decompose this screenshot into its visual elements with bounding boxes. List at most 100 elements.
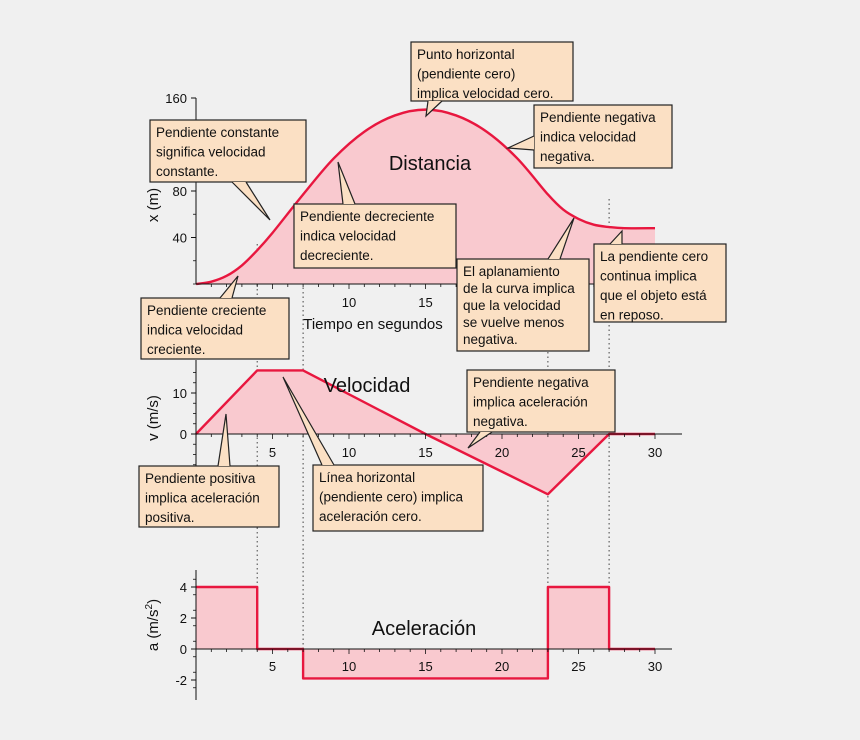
- callout-pend-negativa-vel: Pendiente negativa indica velocidad negati…: [505, 104, 673, 169]
- callout-tail: [337, 161, 356, 205]
- callout-line: Punto horizontal: [417, 47, 515, 62]
- callout-pend-decreciente: Pendiente decreciente indica velocidad dec…: [293, 161, 457, 269]
- callout-line: de la curva implica: [463, 281, 575, 296]
- callout-tail: [467, 431, 493, 449]
- callout-box: [533, 104, 673, 169]
- callout-line: implica aceleración: [473, 395, 588, 410]
- aceleracion-x-tick-label: 15: [418, 659, 432, 674]
- callout-tail: [505, 135, 535, 151]
- callout-tail: [547, 217, 575, 260]
- callout-line: (pendiente cero) implica: [319, 490, 464, 505]
- distancia-y-tick-label: 40: [173, 231, 187, 246]
- callout-tail: [219, 275, 239, 299]
- callout-punto-horizontal: Punto horizontal (pendiente cero) implica …: [410, 41, 574, 118]
- callout-line: Pendiente decreciente: [300, 209, 434, 224]
- callout-line: negativa.: [463, 332, 518, 347]
- velocidad-x-tick-label: 25: [571, 445, 585, 460]
- callout-box: [456, 258, 590, 352]
- callout-line: (pendiente cero): [417, 67, 515, 82]
- callout-pend-positiva: Pendiente positiva implica aceleración pos…: [138, 413, 280, 528]
- callout-pend-negativa-acel: Pendiente negativa implica aceleración neg…: [466, 369, 616, 449]
- callout-line: indica velocidad: [147, 323, 243, 338]
- callout-line: negativa.: [540, 149, 595, 164]
- callout-line: en reposo.: [600, 308, 664, 323]
- callout-line: constante.: [156, 164, 218, 179]
- callout-line: indica velocidad: [300, 229, 396, 244]
- callout-line: implica velocidad cero.: [417, 86, 554, 101]
- aceleracion-x-tick-label: 20: [495, 659, 509, 674]
- velocidad-x-tick-label: 10: [342, 445, 356, 460]
- callout-line: que el objeto está: [600, 288, 707, 303]
- distancia-y-tick-label: 160: [165, 91, 187, 106]
- panel-aceleracion: -2 0 2 4 5 10 15 20 25 30 a (m/s2) Aceleración: [144, 570, 672, 700]
- velocidad-x-tick-label: 20: [495, 445, 509, 460]
- aceleracion-x-tick-label: 10: [342, 659, 356, 674]
- distancia-title: Distancia: [389, 153, 472, 175]
- velocidad-y-tick-label: 0: [180, 427, 187, 442]
- callout-aplanamiento: El aplanamiento de la curva implica que la…: [456, 217, 590, 352]
- callout-box: [293, 203, 457, 269]
- velocidad-x-tick-label: 15: [418, 445, 432, 460]
- callout-line: decreciente.: [300, 248, 374, 263]
- callout-linea-horizontal: Línea horizontal (pendiente cero) implica…: [282, 376, 484, 532]
- callout-line: indica velocidad: [540, 130, 636, 145]
- callout-tail: [231, 181, 271, 221]
- callout-line: Línea horizontal: [319, 470, 415, 485]
- callout-box: [138, 465, 280, 528]
- callout-line: El aplanamiento: [463, 264, 560, 279]
- distancia-x-tick-label: 15: [418, 295, 432, 310]
- velocidad-x-tick-label: 5: [269, 445, 276, 460]
- aceleracion-curve: [196, 585, 655, 680]
- callout-box: [466, 369, 616, 433]
- aceleracion-area-fill: [196, 587, 655, 679]
- velocidad-area-fill: [196, 370, 655, 495]
- callout-box: [410, 41, 574, 102]
- callout-line: continua implica: [600, 269, 697, 284]
- distancia-x-axis-label: Tiempo en segundos: [303, 316, 443, 333]
- velocidad-x-tick-label: 30: [648, 445, 662, 460]
- distancia-y-axis-label: x (m): [145, 188, 162, 222]
- aceleracion-x-tick-label: 5: [269, 659, 276, 674]
- callout-line: Pendiente negativa: [473, 375, 589, 390]
- aceleracion-y-tick-label: 0: [180, 642, 187, 657]
- aceleracion-y-tick-label: -2: [175, 673, 187, 688]
- callout-line: que la velocidad: [463, 298, 561, 313]
- callout-tail: [609, 229, 623, 245]
- aceleracion-y-tick-label: 4: [180, 580, 187, 595]
- callout-line: Pendiente positiva: [145, 471, 256, 486]
- aceleracion-title: Aceleración: [372, 618, 477, 640]
- callout-box: [593, 243, 727, 323]
- callout-box: [140, 297, 290, 360]
- callout-line: significa velocidad: [156, 145, 266, 160]
- callout-line: se vuelve menos: [463, 315, 565, 330]
- callout-line: creciente.: [147, 342, 206, 357]
- aceleracion-x-tick-label: 30: [648, 659, 662, 674]
- callout-box: [312, 464, 484, 532]
- callout-pend-constante: Pendiente constante significa velocidad co…: [149, 119, 307, 221]
- velocidad-title: Velocidad: [324, 375, 411, 397]
- distancia-y-tick-label: 80: [173, 184, 187, 199]
- callout-line: La pendiente cero: [600, 249, 708, 264]
- distancia-x-tick-label: 10: [342, 295, 356, 310]
- callout-pend-cero-reposo: La pendiente cero continua implica que el …: [593, 229, 727, 323]
- callout-pend-creciente: Pendiente creciente indica velocidad creci…: [140, 275, 290, 360]
- aceleracion-y-tick-label: 2: [180, 611, 187, 626]
- callout-line: implica aceleración: [145, 491, 260, 506]
- aceleracion-y-axis-label: a (m/s2): [144, 599, 162, 651]
- velocidad-y-tick-label: 10: [173, 386, 187, 401]
- callout-line: Pendiente negativa: [540, 110, 656, 125]
- callout-tail: [425, 100, 443, 118]
- velocidad-y-axis-label: v (m/s): [145, 395, 162, 441]
- callout-line: positiva.: [145, 510, 195, 525]
- callout-line: negativa.: [473, 414, 528, 429]
- callout-tail: [217, 413, 231, 467]
- callout-line: Pendiente constante: [156, 125, 279, 140]
- callout-line: Pendiente creciente: [147, 303, 266, 318]
- aceleracion-x-tick-label: 25: [571, 659, 585, 674]
- callout-box: [149, 119, 307, 183]
- panel-velocidad: 0 10 5 10 15 20 25 30 v (m/s) Velocidad: [145, 360, 682, 510]
- callout-line: aceleración cero.: [319, 509, 422, 524]
- callout-tail: [282, 376, 335, 466]
